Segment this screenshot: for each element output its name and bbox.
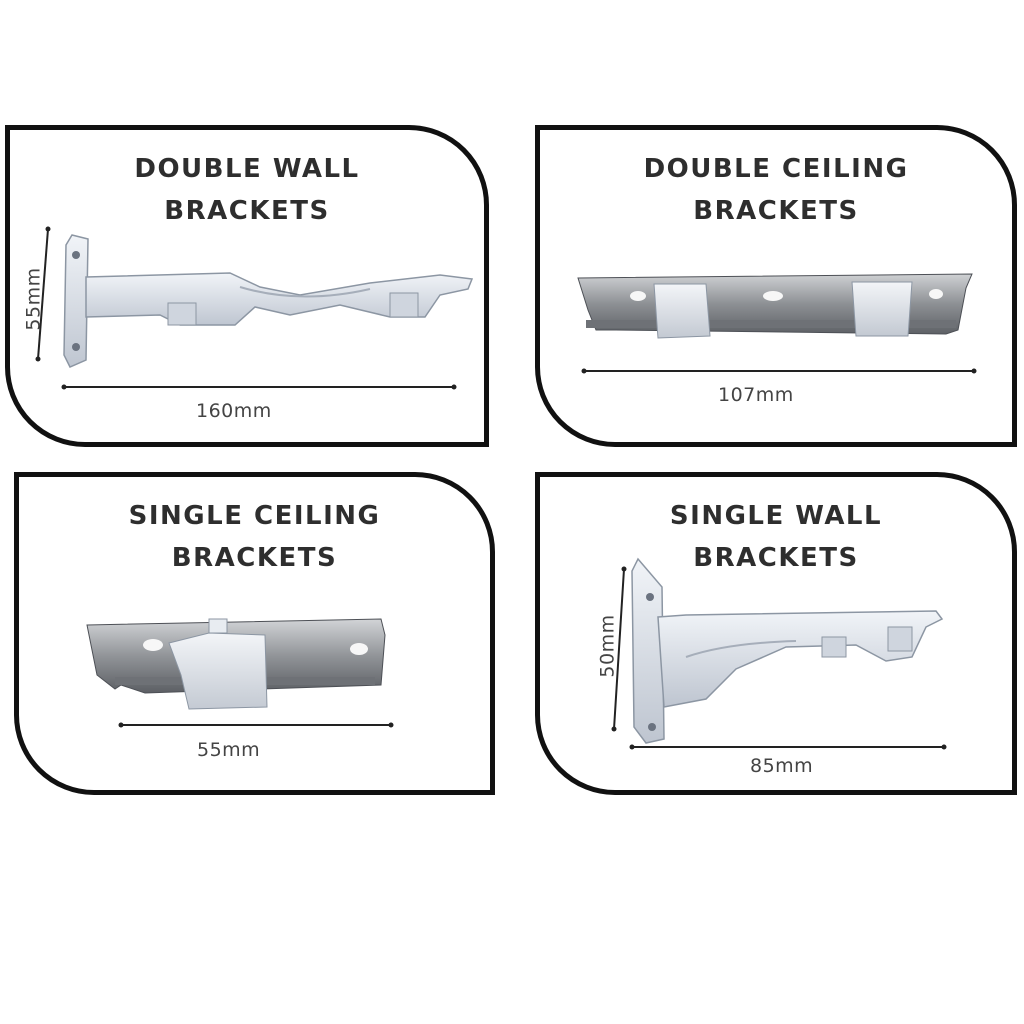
double-ceiling-bracket-image	[577, 273, 973, 339]
double-ceiling-card: DOUBLE CEILING BRACKETS 107mm	[535, 125, 1017, 447]
double-ceiling-width-label: 107mm	[718, 384, 794, 406]
single-wall-height-line	[611, 566, 627, 732]
double-wall-height-label: 55mm	[22, 267, 45, 331]
single-wall-height-label: 50mm	[596, 614, 619, 678]
single-wall-width-label: 85mm	[750, 755, 814, 777]
double-wall-width-line	[61, 384, 457, 390]
single-ceiling-bracket-image	[86, 618, 386, 710]
single-ceiling-title: SINGLE CEILING BRACKETS	[128, 501, 381, 573]
single-ceiling-card: SINGLE CEILING BRACKETS 55mm	[14, 472, 495, 795]
double-ceiling-width-line	[581, 368, 977, 374]
double-wall-width-label: 160mm	[196, 400, 272, 422]
single-ceiling-width-label: 55mm	[197, 739, 261, 761]
double-wall-title: DOUBLE WALL BRACKETS	[134, 154, 360, 226]
double-wall-bracket-image	[63, 234, 474, 368]
double-ceiling-title: DOUBLE CEILING BRACKETS	[643, 154, 909, 226]
single-wall-bracket-image	[631, 557, 944, 744]
single-ceiling-width-line	[118, 722, 394, 728]
single-wall-card: SINGLE WALL BRACKETS 50mm 85mm	[535, 472, 1017, 795]
single-wall-width-line	[629, 744, 947, 750]
double-wall-card: DOUBLE WALL BRACKETS 55mm 160mm	[5, 125, 489, 447]
single-wall-title: SINGLE WALL BRACKETS	[669, 501, 883, 573]
double-wall-height-line	[35, 226, 51, 362]
